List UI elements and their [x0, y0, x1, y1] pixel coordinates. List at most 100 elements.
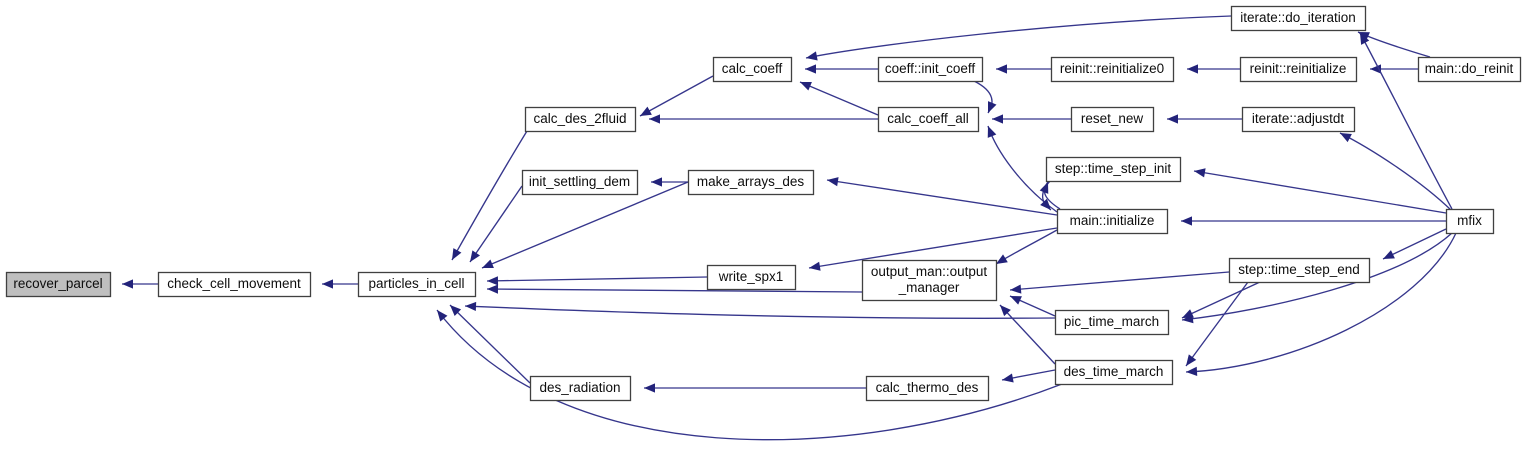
edge-arrowhead — [1383, 250, 1395, 259]
edge-layer — [122, 15, 1457, 441]
edge-arrowhead — [1182, 309, 1194, 318]
edge-arrowhead — [806, 51, 818, 61]
edge-arrowhead — [1181, 216, 1192, 226]
graph-node-des_radiation[interactable]: des_radiation — [529, 375, 632, 402]
node-label: recover_parcel — [13, 276, 102, 291]
node-box[interactable] — [1050, 56, 1175, 83]
call-edge — [1187, 64, 1240, 74]
node-box[interactable] — [524, 106, 637, 133]
edge-arrowhead — [987, 126, 997, 138]
graph-node-coeff_init_coeff[interactable]: coeff::init_coeff — [877, 56, 984, 83]
graph-node-calc_des_2fluid[interactable]: calc_des_2fluid — [524, 106, 637, 133]
graph-node-calc_coeff_all[interactable]: calc_coeff_all — [877, 106, 980, 133]
graph-node-write_spx1[interactable]: write_spx1 — [706, 264, 797, 291]
graph-node-recover_parcel[interactable]: recover_parcel — [5, 271, 112, 298]
node-box[interactable] — [877, 56, 984, 83]
edge-arrowhead — [1002, 373, 1014, 383]
node-label: reinit::reinitialize — [1250, 61, 1347, 76]
node-box[interactable] — [1241, 106, 1356, 133]
node-label: iterate::do_iteration — [1240, 10, 1356, 25]
call-edge — [486, 276, 708, 286]
node-label: calc_thermo_des — [876, 380, 979, 395]
call-edge — [799, 81, 879, 116]
graph-node-reinit_reinitialize0[interactable]: reinit::reinitialize0 — [1050, 56, 1175, 83]
node-box[interactable] — [712, 56, 793, 83]
edge-arrowhead — [470, 250, 481, 262]
graph-node-iterate_adjustdt[interactable]: iterate::adjustdt — [1241, 106, 1356, 133]
edge-arrowhead — [1186, 366, 1198, 376]
call-edge — [649, 114, 878, 124]
node-box[interactable] — [687, 169, 815, 196]
node-box[interactable] — [1054, 359, 1174, 386]
node-label: write_spx1 — [718, 269, 784, 284]
graph-node-particles_in_cell[interactable]: particles_in_cell — [357, 271, 477, 298]
node-box[interactable] — [1045, 156, 1182, 183]
graph-node-check_cell_movement[interactable]: check_cell_movement — [157, 271, 312, 298]
node-box[interactable] — [861, 259, 998, 302]
node-label: mfix — [1457, 213, 1482, 228]
call-edge — [1339, 132, 1453, 212]
graph-node-reset_new[interactable]: reset_new — [1070, 106, 1155, 133]
graph-node-make_arrays_des[interactable]: make_arrays_des — [687, 169, 815, 196]
node-box[interactable] — [706, 264, 797, 291]
graph-node-mfix[interactable]: mfix — [1445, 208, 1495, 235]
graph-node-step_time_step_end[interactable]: step::time_step_end — [1228, 257, 1371, 284]
node-box[interactable] — [865, 375, 990, 402]
call-edge — [999, 304, 1056, 365]
call-edge — [805, 15, 1232, 61]
call-edge — [644, 383, 866, 393]
node-box[interactable] — [1070, 106, 1155, 133]
node-box[interactable] — [1417, 56, 1522, 83]
call-edge — [1382, 228, 1447, 260]
graph-node-main_initialize[interactable]: main::initialize — [1056, 208, 1169, 235]
graph-node-step_time_step_init[interactable]: step::time_step_init — [1045, 156, 1182, 183]
edge-arrowhead — [827, 177, 839, 187]
node-label: step::time_step_init — [1055, 161, 1172, 176]
edge-arrowhead — [988, 101, 997, 113]
node-box[interactable] — [1056, 208, 1169, 235]
node-box[interactable] — [157, 271, 312, 298]
call-edge — [1359, 32, 1453, 210]
call-edge — [826, 177, 1058, 216]
call-edge — [1009, 295, 1056, 317]
node-label: des_time_march — [1064, 364, 1164, 379]
graph-node-iterate_do_iteration[interactable]: iterate::do_iteration — [1230, 5, 1367, 32]
graph-node-main_do_reinit[interactable]: main::do_reinit — [1417, 56, 1522, 83]
node-box[interactable] — [521, 169, 639, 196]
graph-node-output_manager[interactable]: output_man::output_manager — [861, 259, 998, 302]
node-label: reset_new — [1081, 111, 1144, 126]
edge-arrowhead — [1039, 182, 1049, 194]
call-edge — [481, 181, 689, 269]
graph-node-reinit_reinitialize[interactable]: reinit::reinitialize — [1239, 56, 1358, 83]
node-box[interactable] — [529, 375, 632, 402]
call-edge — [1357, 31, 1431, 58]
call-edge — [451, 130, 528, 261]
graph-node-init_settling_dem[interactable]: init_settling_dem — [521, 169, 639, 196]
graph-node-calc_coeff[interactable]: calc_coeff — [712, 56, 793, 83]
node-box[interactable] — [1228, 257, 1371, 284]
edge-arrowhead — [805, 64, 816, 74]
node-label: make_arrays_des — [697, 174, 805, 189]
edge-arrowhead — [996, 254, 1008, 264]
node-box[interactable] — [1054, 309, 1170, 336]
node-box[interactable] — [357, 271, 477, 298]
call-edge — [464, 301, 1056, 319]
node-label: reinit::reinitialize0 — [1060, 61, 1164, 76]
call-edge — [1185, 232, 1457, 376]
node-box[interactable] — [1445, 208, 1495, 235]
graph-node-pic_time_march[interactable]: pic_time_march — [1054, 309, 1170, 336]
call-edge — [469, 185, 523, 263]
call-edge — [805, 64, 878, 74]
graph-node-des_time_march[interactable]: des_time_march — [1054, 359, 1174, 386]
node-box[interactable] — [5, 271, 112, 298]
edge-arrowhead — [640, 106, 652, 116]
node-box[interactable] — [877, 106, 980, 133]
node-label: calc_coeff_all — [887, 111, 969, 126]
node-box[interactable] — [1239, 56, 1358, 83]
node-label: particles_in_cell — [368, 276, 464, 291]
node-box[interactable] — [1230, 5, 1367, 32]
graph-node-calc_thermo_des[interactable]: calc_thermo_des — [865, 375, 990, 402]
edge-arrowhead — [1186, 354, 1197, 366]
edge-arrowhead — [122, 279, 133, 289]
node-label: init_settling_dem — [529, 174, 630, 189]
